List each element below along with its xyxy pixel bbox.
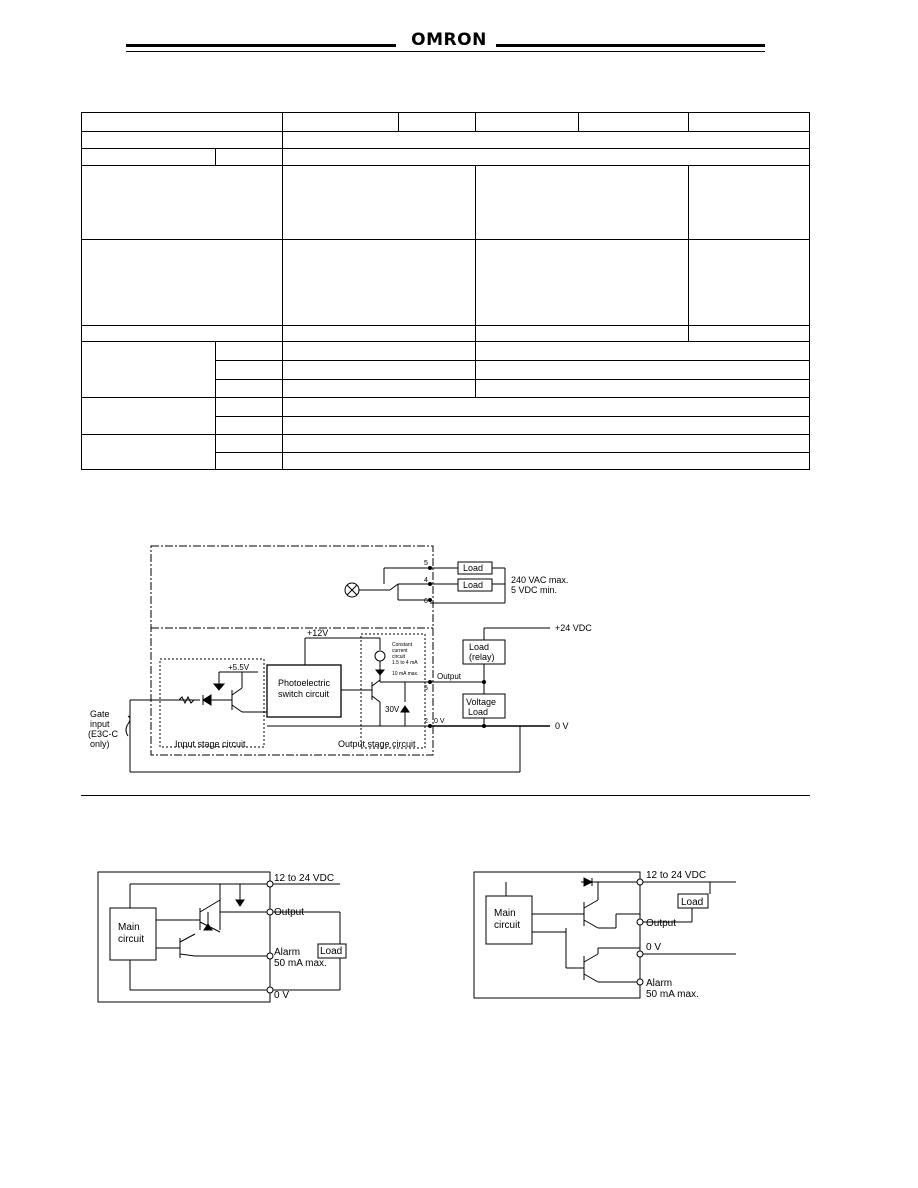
photoelectric-label: switch circuit — [278, 689, 330, 699]
output-label: Output — [646, 918, 676, 929]
header-rule-left — [126, 44, 396, 47]
table-row — [81, 325, 810, 342]
constant-current-label: current — [392, 648, 408, 654]
alarm-max-label: 50 mA max. — [274, 958, 327, 969]
constant-current-label: circuit — [392, 654, 406, 660]
terminal-label: 6 — [424, 598, 428, 605]
table-row — [81, 341, 810, 398]
alarm-max-label: 50 mA max. — [646, 989, 699, 1000]
load-label: Load — [463, 563, 483, 573]
photoelectric-label: Photoelectric — [278, 678, 331, 688]
section-separator — [81, 795, 810, 796]
supply-label: 12 to 24 VDC — [646, 870, 706, 881]
main-circuit-label: circuit — [118, 934, 144, 945]
supply-label: +24 VDC — [555, 623, 592, 633]
load-label: Load — [320, 946, 342, 957]
relay-voltage-label: 240 VAC max. — [511, 575, 568, 585]
zener-label: 30V — [385, 705, 400, 714]
table-row — [81, 397, 810, 435]
main-circuit-label: Main — [118, 922, 140, 933]
output-stage-label: Output stage circuit — [338, 739, 416, 749]
v12-label: +12V — [307, 628, 328, 638]
terminal-label: 2 — [424, 718, 428, 725]
gate-input-label: (E3C-C — [88, 729, 119, 739]
table-row — [82, 360, 810, 380]
header-rule-right — [496, 44, 765, 47]
table-row — [82, 452, 810, 470]
constant-current-label: 1.5 to 4 mA — [392, 660, 418, 666]
alarm-output-diagram-npn: 12 to 24 VDC Output Main circuit Alarm 5… — [97, 871, 347, 1003]
specifications-table — [81, 112, 810, 470]
alarm-label: Alarm — [646, 978, 672, 989]
gate-input-label: only) — [90, 739, 110, 749]
main-circuit-label: Main — [494, 908, 516, 919]
load-relay-label: Load — [469, 642, 489, 652]
voltage-load-label: Load — [468, 707, 488, 717]
alarm-output-diagram-pnp: 12 to 24 VDC Load Main circuit Output 0 … — [473, 870, 736, 1000]
main-circuit-label: circuit — [494, 920, 520, 931]
gate-input-label: Gate — [90, 709, 110, 719]
load-label: Load — [463, 580, 483, 590]
relay-voltage-label: 5 VDC min. — [511, 585, 557, 595]
output-label: Output — [437, 672, 462, 681]
table-row — [81, 165, 810, 240]
zero-v-label: 0 V — [646, 942, 661, 953]
alarm-label: Alarm — [274, 947, 300, 958]
terminal-label: 5 — [424, 685, 428, 692]
voltage-load-label: Voltage — [466, 697, 496, 707]
zero-v-label: 0 V — [555, 721, 569, 731]
load-relay-label: (relay) — [469, 652, 495, 662]
supply-label: 12 to 24 VDC — [274, 873, 334, 884]
load-label: Load — [681, 897, 703, 908]
output-current-label: 10 mA max. — [392, 671, 418, 677]
terminal-label: 5 — [424, 560, 428, 567]
zero-v-label: 0 V — [274, 990, 289, 1001]
input-stage-label: Input stage circuit — [175, 739, 246, 749]
output-label: Output — [274, 907, 304, 918]
gate-input-label: input — [90, 719, 110, 729]
header-thin-rule — [126, 51, 765, 52]
constant-current-label: Constant — [392, 642, 413, 648]
omron-logo: OMRON — [411, 30, 487, 50]
table-row — [81, 434, 810, 470]
zero-v-terminal-label: 0 V — [434, 718, 445, 725]
terminal-label: 4 — [424, 577, 428, 584]
table-row — [81, 239, 810, 326]
v5-label: +5.5V — [228, 663, 250, 672]
